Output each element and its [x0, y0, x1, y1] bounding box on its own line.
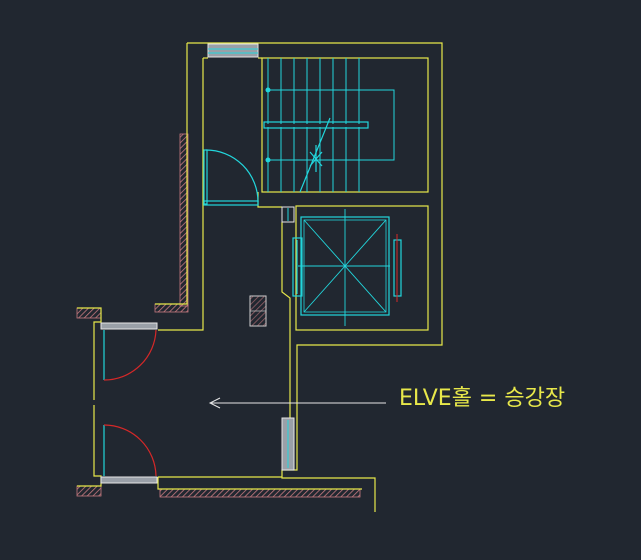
hatch-bottom-stub — [76, 485, 102, 497]
stair-handrail — [263, 121, 369, 129]
elevator-door-frame — [292, 237, 303, 297]
outer-wall-left — [155, 43, 188, 305]
window-bottom — [100, 476, 158, 484]
door-a-swing — [103, 329, 157, 381]
entrance-doors — [103, 329, 157, 477]
elevator-shaft-wall — [295, 205, 429, 331]
stair-end-dot — [265, 157, 271, 163]
arrow-icon — [299, 117, 331, 193]
door-b-swing — [103, 424, 157, 477]
window-top — [207, 43, 259, 58]
stair-walk-line — [268, 89, 395, 161]
x-box-icon — [298, 209, 390, 326]
door-leaf — [203, 149, 208, 205]
stair-shaft-wall — [261, 57, 429, 193]
stair-landing-wall — [257, 192, 282, 208]
annotation-label: ELVE홀 = 승강장 — [399, 386, 566, 411]
annotation-leader — [208, 397, 386, 409]
window-left — [100, 322, 158, 330]
door-swing-arc — [205, 149, 259, 203]
corridor-wall-right — [281, 222, 291, 470]
hatch-upper-ledge — [154, 303, 189, 313]
call-button-panel — [249, 295, 267, 327]
hatch-bottom-wall — [159, 488, 361, 498]
stairs — [263, 58, 395, 193]
door-threshold — [203, 200, 259, 206]
stair-start-dot — [265, 87, 271, 93]
left-wall-b — [77, 405, 102, 487]
inner-wall-left — [158, 58, 204, 331]
bottom-wall — [157, 477, 362, 490]
elevator — [292, 209, 402, 326]
stair-treads-upper — [267, 58, 360, 124]
stair-door — [203, 149, 259, 206]
walls — [77, 42, 443, 512]
wall-fixture — [281, 206, 295, 223]
left-wall-a — [77, 307, 102, 400]
windows — [100, 43, 295, 484]
outer-wall — [187, 42, 443, 512]
hatch-left-stub — [76, 307, 102, 319]
